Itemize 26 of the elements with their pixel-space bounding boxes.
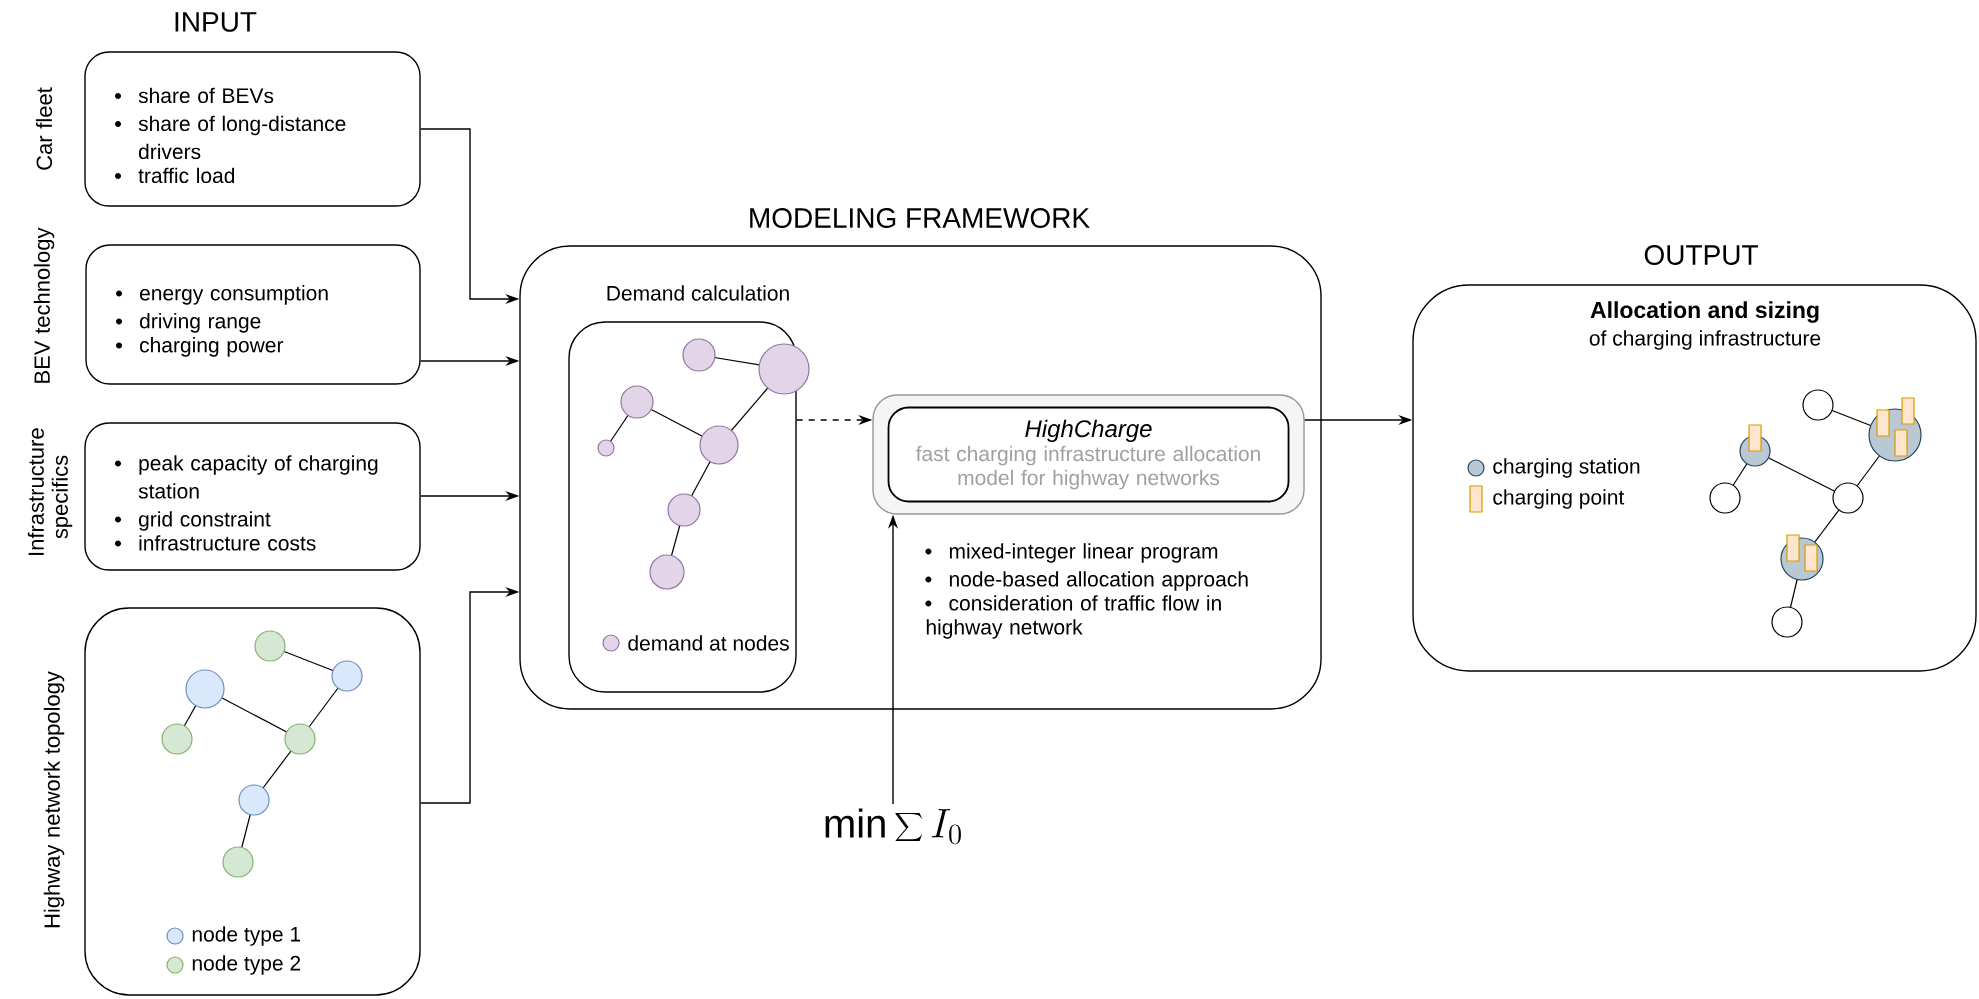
heading: Demand calculation: [607, 285, 789, 301]
bullet-item: traffic load: [115, 167, 235, 184]
legend-label: demand at nodes: [628, 635, 789, 651]
subheading: of charging infrastructure: [1589, 330, 1821, 350]
bullet-item: share of BEVs: [115, 87, 274, 104]
bullet-item: grid constraint: [115, 511, 271, 531]
heading: Allocation and sizing: [1590, 301, 1819, 323]
side-label: Infrastructure specifics: [27, 428, 73, 555]
side-label: BEV technology: [33, 227, 55, 383]
heading: MODELING FRAMEWORK: [750, 208, 1090, 228]
bullet-item: consideration of traffic flow in highway network: [925, 595, 1221, 639]
bullet-item: mixed-integer linear program: [925, 543, 1218, 563]
bullet-item: energy consumption: [116, 285, 328, 305]
legend-label: node type 1: [192, 926, 301, 946]
bullet-item: node-based allocation approach: [925, 571, 1248, 591]
legend-label: node type 2: [192, 955, 301, 975]
legend-label: charging station: [1493, 458, 1640, 478]
model-box: HighCharge fast charging infrastructure allocation model for highway networks: [887, 406, 1290, 503]
side-label: Highway network topology: [43, 671, 65, 928]
side-label: Car fleet: [35, 87, 53, 170]
legend-label: charging point: [1493, 489, 1625, 509]
bullet-item: charging power: [116, 337, 284, 357]
formula: $\min\sum I_{0}$: [825, 808, 961, 845]
bullet-item: driving range: [116, 313, 261, 333]
heading: OUTPUT: [1644, 245, 1758, 265]
bullet-item: infrastructure costs: [115, 535, 316, 551]
